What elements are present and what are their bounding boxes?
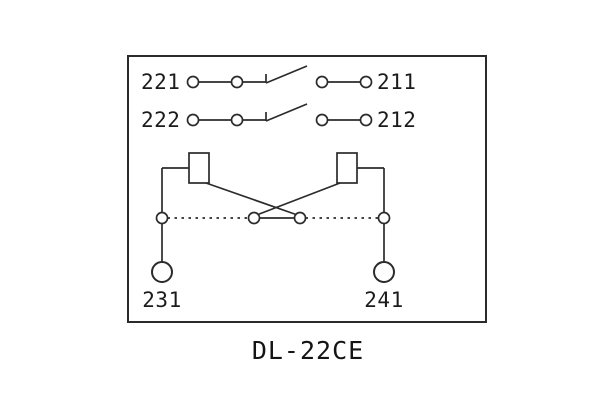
contact-row-2 <box>186 103 373 127</box>
bottom-terminal-circle-right <box>373 261 395 283</box>
switch-blade <box>265 103 308 122</box>
cross-wire <box>205 182 297 216</box>
coil-rect-left <box>188 152 210 184</box>
switch-blade <box>265 65 308 84</box>
terminal-circle <box>186 75 200 89</box>
coil-rect-right <box>336 152 358 184</box>
terminal-circle <box>315 75 329 89</box>
contact-label-211: 211 <box>377 70 417 94</box>
terminal-circle <box>359 75 373 89</box>
junction-circle <box>377 211 391 225</box>
contact-row-1 <box>186 65 373 89</box>
diagram-border-box <box>127 55 487 323</box>
cross-wire <box>257 182 341 216</box>
bottom-terminal-circle-left <box>151 261 173 283</box>
contact-label-212: 212 <box>377 108 417 132</box>
terminal-circle <box>359 113 373 127</box>
terminal-circle <box>230 75 244 89</box>
terminal-circle <box>315 113 329 127</box>
terminal-circle <box>186 113 200 127</box>
terminal-circle <box>230 113 244 127</box>
diagram-caption: DL-22CE <box>251 336 365 365</box>
terminal-label-241: 241 <box>364 288 404 312</box>
terminal-label-231: 231 <box>142 288 182 312</box>
coil-network <box>151 152 395 283</box>
junction-circle <box>155 211 169 225</box>
junction-circle <box>247 211 261 225</box>
junction-circle <box>293 211 307 225</box>
contact-label-222: 222 <box>141 108 181 132</box>
contact-label-221: 221 <box>141 70 181 94</box>
